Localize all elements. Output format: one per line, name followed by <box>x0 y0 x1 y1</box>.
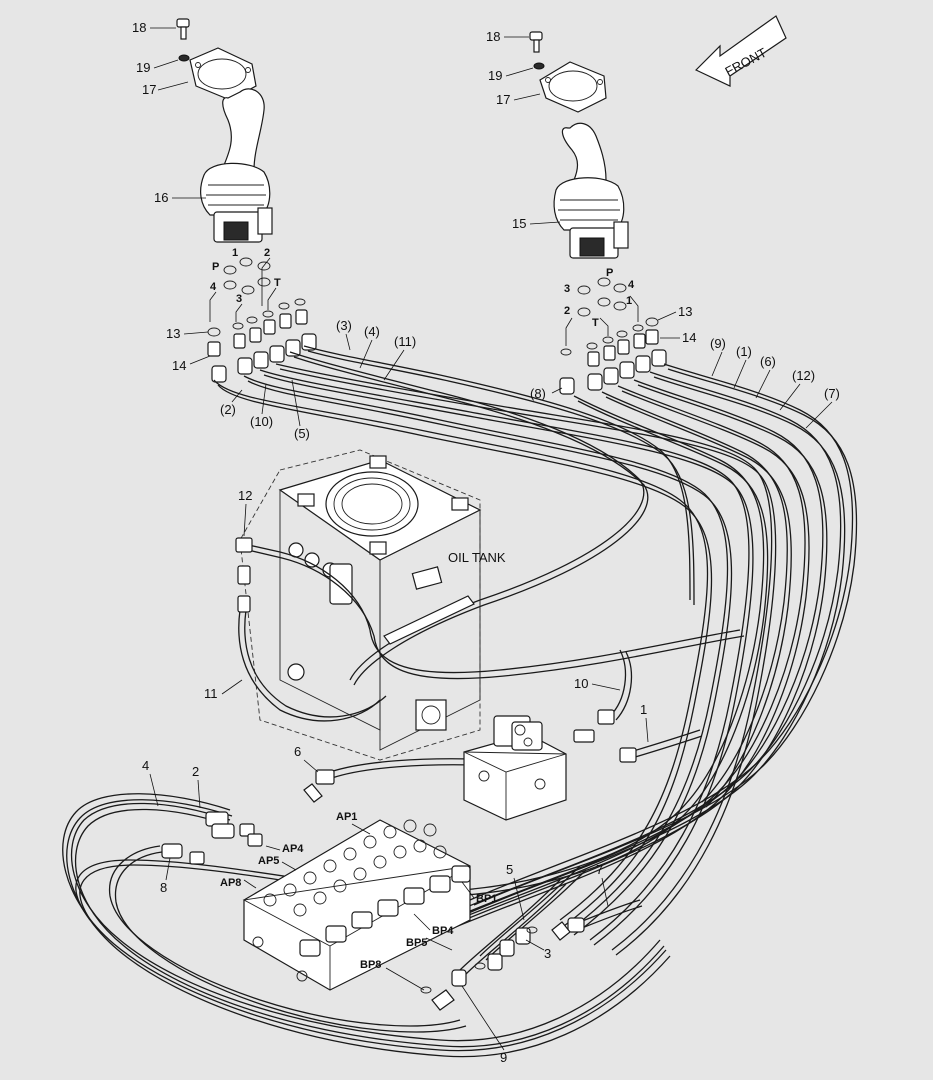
left-plate-label: 17 <box>142 82 156 97</box>
left-seal-label: 13 <box>166 326 180 341</box>
left-bolt <box>176 18 190 40</box>
right-hose-label-7: (7) <box>824 386 840 401</box>
lower-part-labels: 4 2 8 5 7 3 9 <box>142 758 609 1065</box>
left-plate <box>189 47 257 101</box>
left-port-t-label: T <box>274 277 281 289</box>
left-hose-label-11: (11) <box>394 334 416 349</box>
hose-5-label: 5 <box>506 862 513 877</box>
solenoid-valve-block <box>463 715 567 821</box>
port-bp8-label: BP8 <box>360 959 381 971</box>
right-joystick-15 <box>553 122 629 259</box>
right-seal-label: 13 <box>678 304 692 319</box>
tank-hoses: 12 11 10 1 6 <box>204 488 745 803</box>
hose-3-label: 3 <box>544 946 551 961</box>
right-port-p-label: P <box>606 267 613 279</box>
left-joystick-label: 16 <box>154 190 168 205</box>
hose-9-label: 9 <box>500 1050 507 1065</box>
right-port-4-label: 4 <box>628 279 635 291</box>
left-hose-label-5: (5) <box>294 426 310 441</box>
right-washer <box>533 62 545 70</box>
oil-tank: OIL TANK <box>239 449 506 761</box>
right-ports <box>559 277 667 395</box>
left-bolt-label: 18 <box>132 20 146 35</box>
port-bp1-label: BP1 <box>476 893 497 905</box>
left-fitting-label: 14 <box>172 358 186 373</box>
tank-hose-12-label: 12 <box>238 488 252 503</box>
tank-hose-1-label: 1 <box>640 702 647 717</box>
left-hose-label-4: (4) <box>364 324 380 339</box>
left-port-2-label: 2 <box>264 247 270 259</box>
left-port-4-label: 4 <box>210 281 217 293</box>
valve-port-labels: AP1 AP4 AP5 AP8 BP1 BP4 BP5 BP8 <box>220 811 497 991</box>
right-hose-label-9: (9) <box>710 336 726 351</box>
control-valve <box>242 819 471 991</box>
hose-2-label: 2 <box>192 764 199 779</box>
right-hose-label-1: (1) <box>736 344 752 359</box>
port-bp5-label: BP5 <box>406 937 427 949</box>
left-hose-bundle: (3) (4) (11) (2) (10) (5) <box>213 318 777 956</box>
port-ap4-label: AP4 <box>282 843 304 855</box>
right-hose-bundle: (9) (1) (6) (12) (7) (8) <box>75 336 858 938</box>
right-bolt-label: 18 <box>486 29 500 44</box>
hose-8-label: 8 <box>160 880 167 895</box>
left-joystick-16 <box>200 88 273 243</box>
tank-hose-6-label: 6 <box>294 744 301 759</box>
right-port-1-label: 1 <box>626 295 632 307</box>
right-hose-label-6: (6) <box>760 354 776 369</box>
right-port-t-label: T <box>592 317 599 329</box>
left-ports <box>207 257 317 383</box>
port-ap1-label: AP1 <box>336 811 357 823</box>
right-joystick-label: 15 <box>512 216 526 231</box>
left-port-p-label: P <box>212 261 219 273</box>
right-hose-label-8: (8) <box>530 386 546 401</box>
left-washer <box>178 54 190 62</box>
right-bolt <box>529 31 543 53</box>
hose-7-label: 7 <box>596 862 603 877</box>
left-port-3-label: 3 <box>236 293 242 305</box>
tank-hose-11-label: 11 <box>204 686 218 701</box>
front-arrow: FRONT <box>694 15 787 87</box>
left-hose-label-2: (2) <box>220 402 236 417</box>
right-plate <box>539 61 607 113</box>
port-ap8-label: AP8 <box>220 877 241 889</box>
left-joystick-assembly: 18 19 17 16 13 14 P 1 2 4 3 T <box>132 18 317 383</box>
right-fitting-label: 14 <box>682 330 696 345</box>
right-plate-label: 17 <box>496 92 510 107</box>
right-joystick-assembly: 18 19 17 15 13 14 P 3 4 2 1 T <box>486 29 696 395</box>
lower-hose-loops <box>62 793 671 1058</box>
left-hose-label-3: (3) <box>336 318 352 333</box>
left-port-1-label: 1 <box>232 247 238 259</box>
right-hose-label-12: (12) <box>792 368 815 383</box>
oil-tank-label: OIL TANK <box>448 550 506 565</box>
right-washer-label: 19 <box>488 68 502 83</box>
hose-4-label: 4 <box>142 758 149 773</box>
port-ap5-label: AP5 <box>258 855 279 867</box>
left-washer-label: 19 <box>136 60 150 75</box>
port-bp4-label: BP4 <box>432 925 454 937</box>
right-port-3-label: 3 <box>564 283 570 295</box>
right-port-2-label: 2 <box>564 305 570 317</box>
left-hose-label-10: (10) <box>250 414 273 429</box>
tank-hose-10-label: 10 <box>574 676 588 691</box>
